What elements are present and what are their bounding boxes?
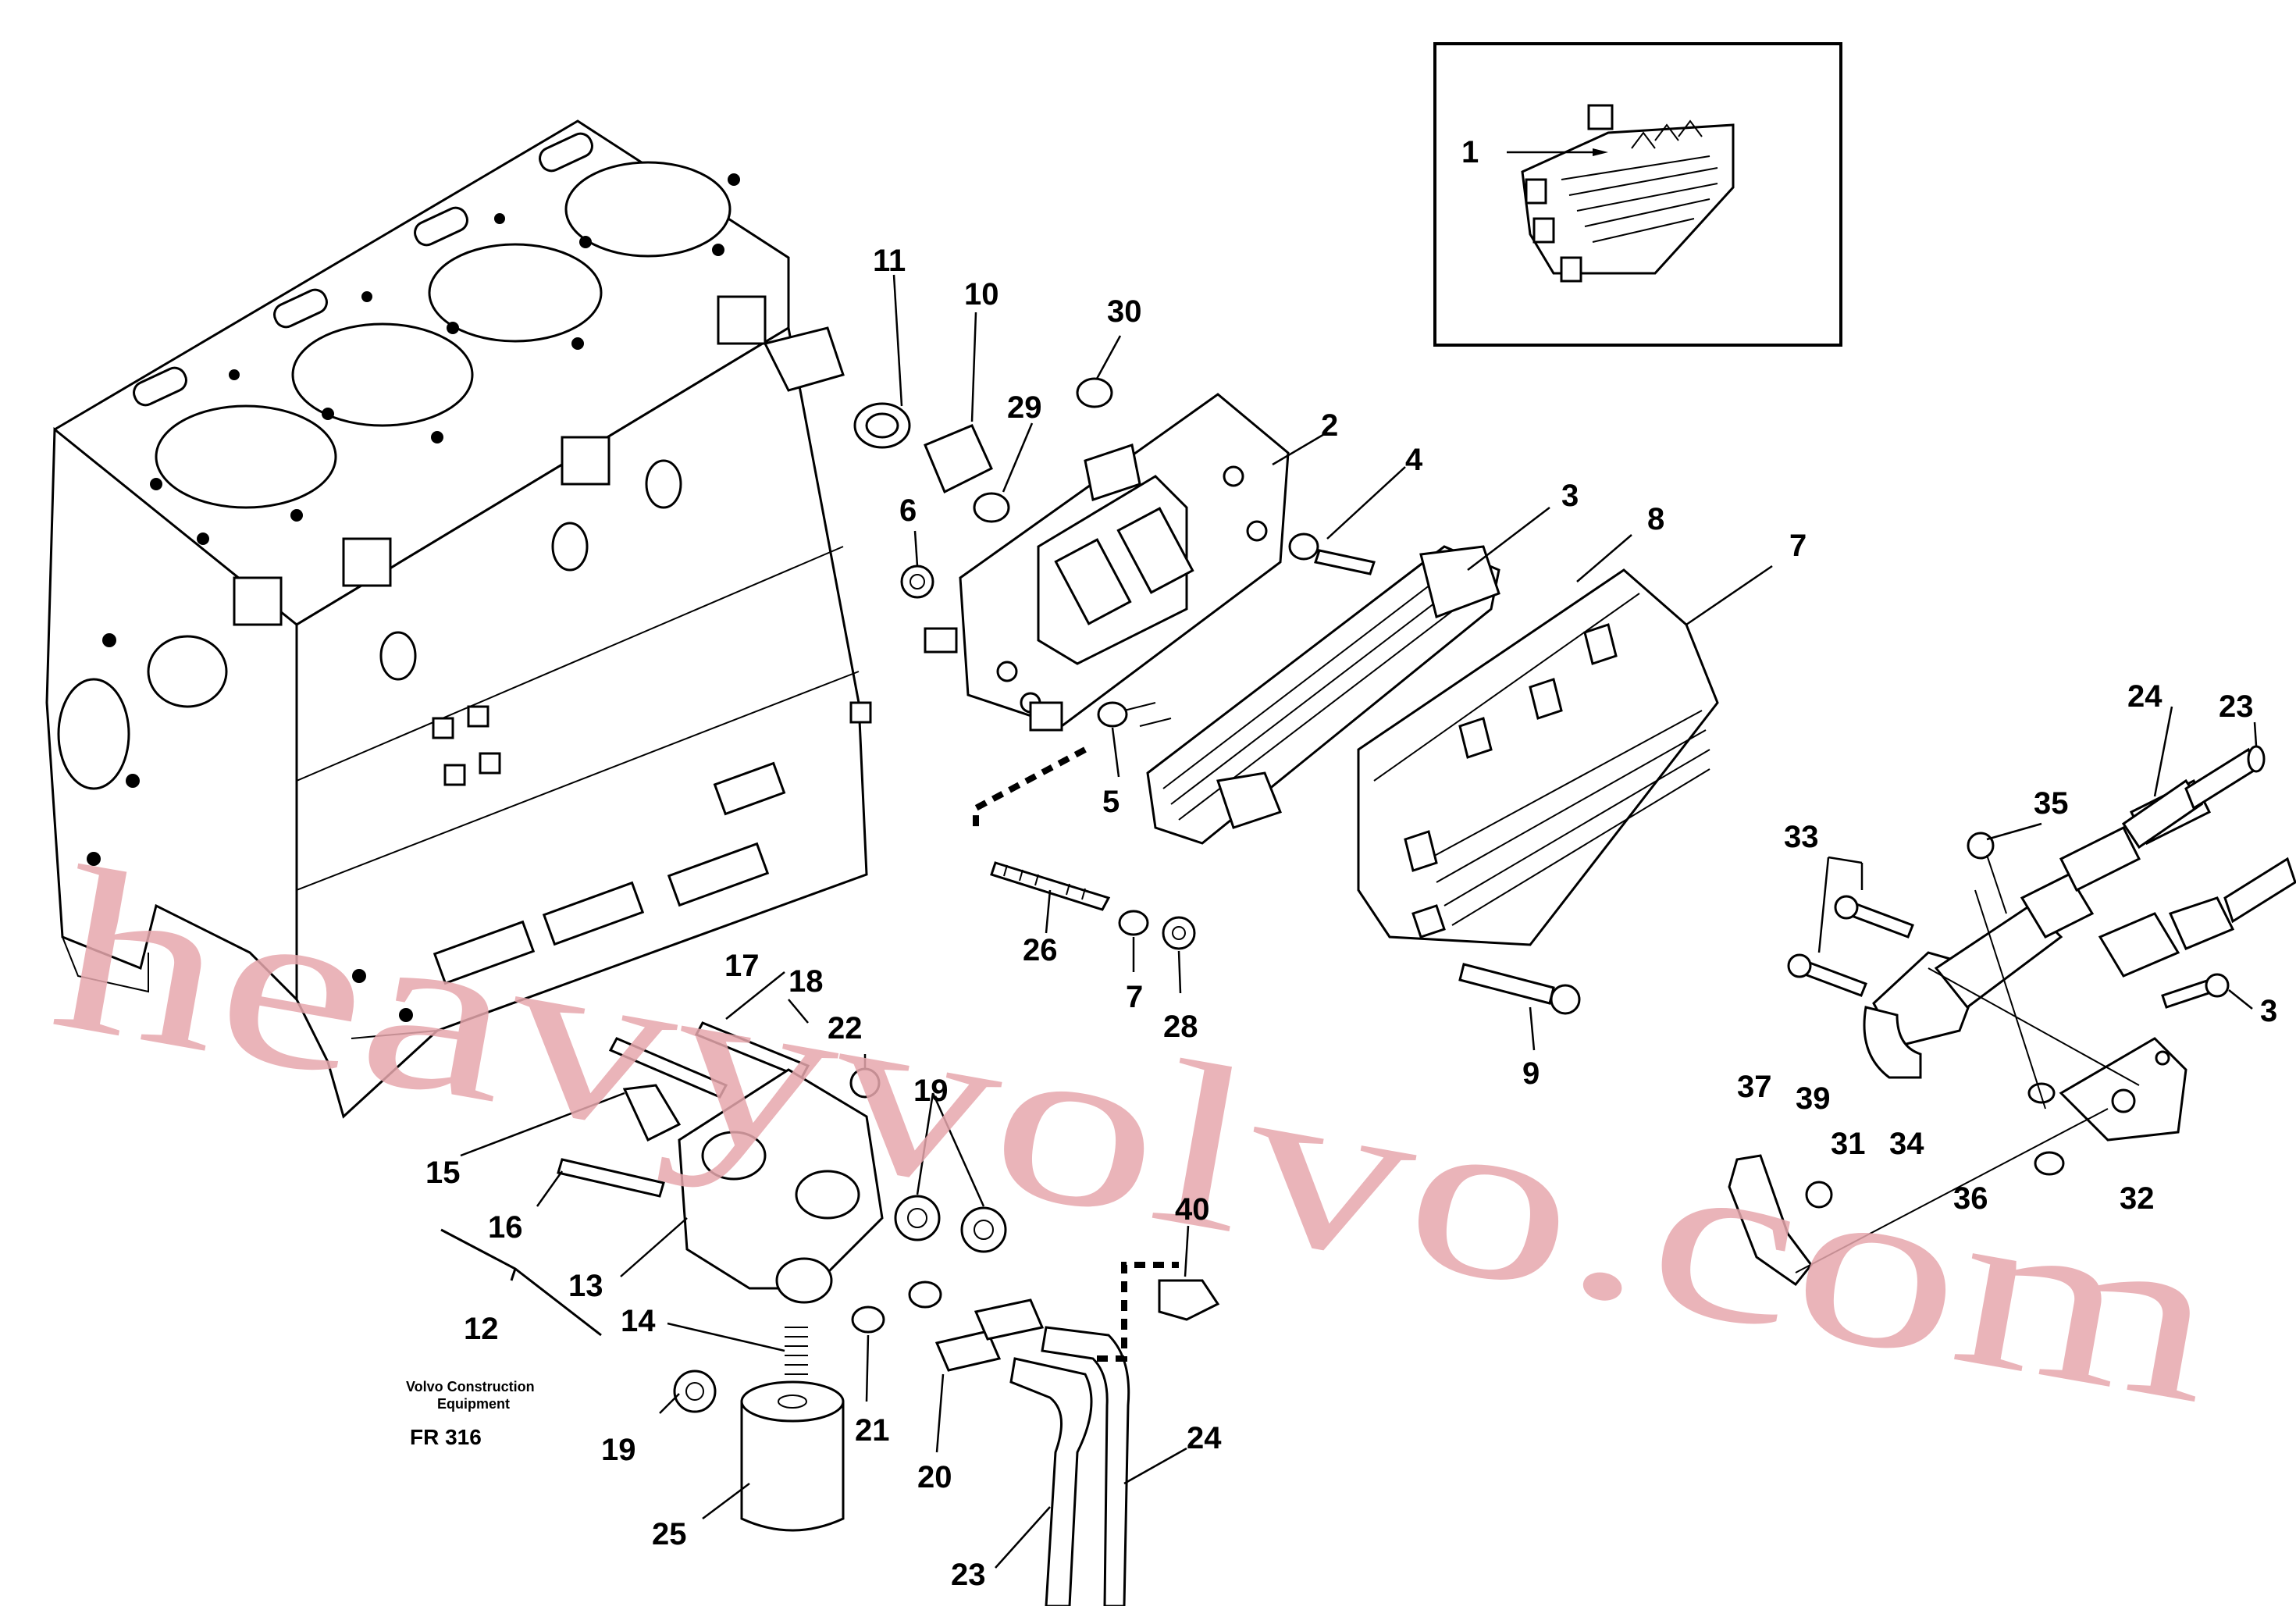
callout-7-lower: 7: [1126, 980, 1143, 1014]
cooler-cover: [1357, 568, 1719, 946]
right-assembly: [1728, 745, 2296, 1287]
callout-21: 21: [855, 1413, 890, 1448]
callout-7: 7: [1789, 529, 1807, 563]
callout-40: 40: [1175, 1192, 1210, 1227]
caption-line-1: Volvo Construction: [406, 1379, 535, 1395]
callout-10: 10: [964, 277, 999, 312]
callout-32: 32: [2120, 1181, 2155, 1216]
callout-labels: 1 2 3 3 4 5 6 7 7 8 9 10 11 12 13 14 15 …: [425, 135, 2277, 1592]
callout-1: 1: [1461, 135, 1479, 169]
callout-14: 14: [621, 1304, 656, 1338]
callout-34: 34: [1889, 1127, 1924, 1161]
cooler-housing: [924, 393, 1290, 732]
callout-17: 17: [724, 949, 760, 983]
caption-line-2: Equipment: [437, 1396, 510, 1412]
callout-19-lower: 19: [601, 1433, 636, 1467]
figure-caption: Volvo Construction Equipment FR 316: [406, 1379, 535, 1449]
callout-30: 30: [1107, 294, 1142, 329]
callout-24-lower: 24: [1187, 1421, 1222, 1455]
callout-39: 39: [1796, 1081, 1831, 1116]
callout-19: 19: [913, 1074, 949, 1108]
callout-24: 24: [2127, 679, 2163, 714]
callout-5: 5: [1102, 785, 1120, 819]
callout-8: 8: [1647, 502, 1664, 536]
callout-26: 26: [1023, 933, 1058, 967]
callout-13: 13: [568, 1269, 603, 1303]
callout-31: 31: [1831, 1127, 1866, 1161]
callout-36: 36: [1953, 1181, 1988, 1216]
cooler-core: [1123, 545, 1500, 845]
callout-9: 9: [1522, 1056, 1540, 1091]
callout-12: 12: [464, 1312, 499, 1346]
callout-29: 29: [1007, 390, 1042, 425]
callout-3: 3: [1561, 479, 1579, 513]
callout-35: 35: [2034, 786, 2069, 821]
callout-4: 4: [1405, 443, 1423, 477]
engine-block: [45, 119, 872, 1119]
callout-23-lower: 23: [951, 1558, 986, 1592]
callout-15: 15: [425, 1156, 461, 1190]
inset-box: [1433, 42, 1842, 347]
callout-6: 6: [899, 493, 917, 528]
callout-33: 33: [1784, 820, 1819, 854]
callout-37: 37: [1737, 1070, 1772, 1104]
callout-3-right: 3: [2260, 994, 2277, 1028]
callout-16: 16: [488, 1210, 523, 1245]
callout-2: 2: [1321, 408, 1338, 443]
small-parts: [440, 377, 1581, 1608]
callout-28: 28: [1163, 1010, 1198, 1044]
callout-20: 20: [917, 1460, 952, 1494]
callout-25: 25: [652, 1517, 687, 1551]
callout-18: 18: [788, 964, 824, 999]
figure-code: FR 316: [410, 1425, 482, 1449]
callout-23: 23: [2219, 689, 2254, 724]
callout-22: 22: [828, 1011, 863, 1045]
callout-11: 11: [873, 244, 906, 278]
leader-lines: [460, 274, 2258, 1569]
